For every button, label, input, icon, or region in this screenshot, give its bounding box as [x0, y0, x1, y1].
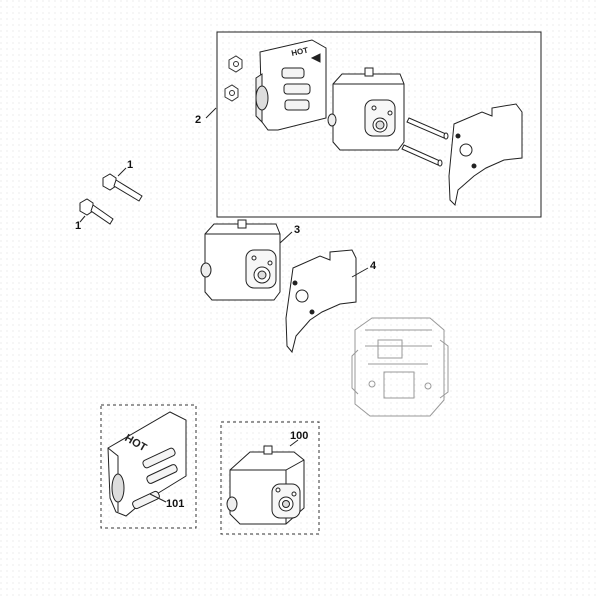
stud-upper [406, 117, 449, 140]
muffler-item-3 [200, 219, 281, 301]
callout-4: 4 [370, 260, 377, 272]
leader-1a [117, 167, 127, 177]
callout-1-upper: 1 [127, 159, 134, 171]
hot-stamp-kit: HOT [291, 46, 309, 58]
assembly-box-2 [216, 31, 542, 218]
bolt-lower [79, 198, 114, 225]
engine-block-reference [351, 317, 449, 417]
gasket-in-kit [448, 103, 523, 207]
leader-3 [279, 231, 293, 244]
nut-lower [224, 84, 239, 102]
leader-4 [351, 267, 369, 278]
nut-upper [228, 55, 243, 73]
callout-3: 3 [294, 224, 301, 236]
heat-shield-in-kit [255, 39, 327, 131]
callout-1-lower: 1 [75, 220, 82, 232]
bolt-upper [102, 173, 143, 202]
leader-1b [79, 215, 86, 223]
callout-2: 2 [195, 114, 202, 126]
leader-101 [149, 493, 167, 503]
leader-2 [205, 107, 217, 119]
leader-100 [289, 439, 299, 447]
gasket-item-4 [285, 249, 357, 354]
callout-100: 100 [290, 430, 309, 442]
muffler-item-100 [226, 445, 305, 525]
callout-101: 101 [166, 498, 185, 510]
optional-box-100 [220, 421, 320, 535]
stud-lower [401, 144, 443, 167]
optional-box-101 [100, 404, 197, 529]
muffler-in-kit [327, 67, 405, 151]
